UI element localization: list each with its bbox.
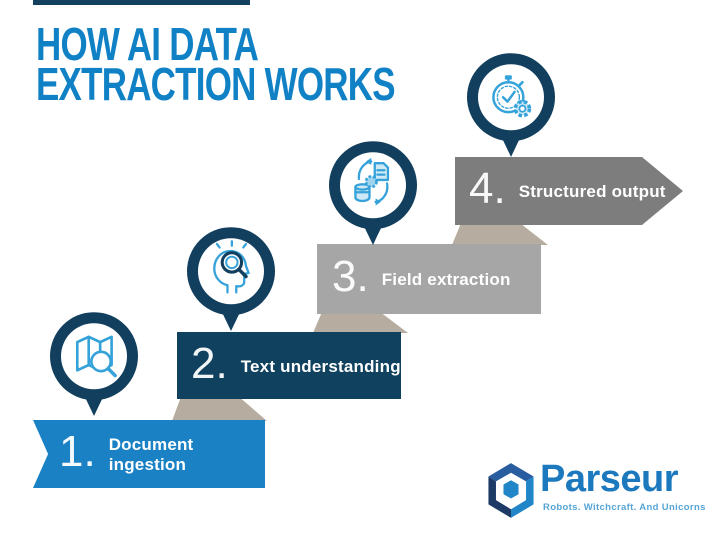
parseur-tagline: Robots. Witchcraft. And Unicorns: [543, 502, 706, 513]
document-sync-icon: [329, 141, 417, 246]
step-label: Structured output: [518, 182, 666, 201]
step-banner-document-ingestion: 1. Document ingestion: [33, 420, 265, 488]
step-shadow: [172, 398, 267, 421]
page-title-line1: HOW AI DATA: [36, 18, 259, 70]
step-number: 2.: [191, 338, 228, 388]
parseur-logo-icon: [488, 463, 534, 518]
parseur-wordmark: Parseur: [540, 458, 679, 500]
step-shadow: [313, 313, 408, 333]
step-number: 4.: [469, 164, 506, 213]
stopwatch-gear-icon: [467, 53, 555, 158]
step-banner-field-extraction: 3. Field extraction: [317, 244, 541, 314]
top-accent-bar: [33, 0, 250, 5]
map-magnifier-icon: [50, 312, 138, 417]
step-number: 1.: [59, 427, 96, 476]
step-banner-text-understanding: 2. Text understanding: [177, 332, 401, 399]
page-title-line2: EXTRACTION WORKS: [36, 58, 396, 110]
page-title: HOW AI DATA EXTRACTION WORKS: [36, 18, 396, 110]
step-label: Field extraction: [381, 270, 511, 289]
parseur-logo: Parseur Robots. Witchcraft. And Unicorns: [484, 458, 714, 530]
step-label: Text understanding: [240, 356, 401, 376]
step-number: 3.: [332, 252, 369, 301]
step-banner-structured-output: 4. Structured output: [455, 157, 683, 225]
step-label: Document ingestion: [108, 435, 194, 474]
step-shadow: [452, 224, 548, 245]
head-magnifier-icon: [187, 227, 275, 332]
